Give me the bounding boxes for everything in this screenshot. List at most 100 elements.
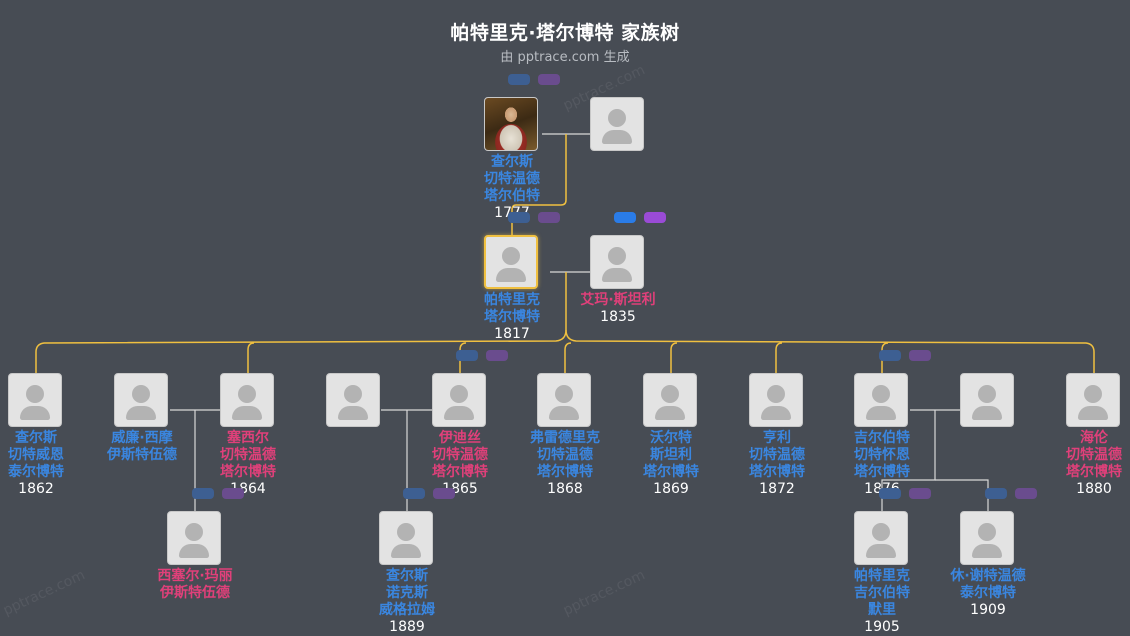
expand-parents-toggle[interactable] <box>508 212 530 223</box>
expand-parents-toggle[interactable] <box>879 350 901 361</box>
avatar-body <box>179 544 209 558</box>
person-name: 帕特里克吉尔伯特默里 <box>842 568 922 619</box>
person-name-line: 弗雷德里克 <box>530 430 600 446</box>
person-name: 查尔斯切特威恩泰尔博特 <box>0 430 76 481</box>
avatar-placeholder-icon[interactable] <box>114 373 168 427</box>
avatar-head <box>502 247 520 265</box>
person-name-line: 泰尔博特 <box>960 585 1016 601</box>
person-birth-year: 1905 <box>864 619 900 635</box>
avatar-body <box>391 544 421 558</box>
avatar-head <box>26 385 44 403</box>
expand-spouse-toggle[interactable] <box>486 350 508 361</box>
portrait-image <box>485 98 537 150</box>
person-name-line: 诺克斯 <box>386 585 428 601</box>
expand-parents-toggle[interactable] <box>614 212 636 223</box>
expand-parents-toggle[interactable] <box>985 488 1007 499</box>
person-name: 休·谢特温德泰尔博特 <box>948 568 1028 602</box>
avatar-placeholder-icon[interactable] <box>537 373 591 427</box>
person-name-line: 切特温德 <box>432 447 488 463</box>
avatar-placeholder-icon[interactable] <box>590 235 644 289</box>
person-name-line: 切特温德 <box>220 447 276 463</box>
person-name-line: 泰尔博特 <box>8 464 64 480</box>
avatar-placeholder-icon[interactable] <box>1066 373 1120 427</box>
person-name-line: 塔尔博特 <box>749 464 805 480</box>
avatar-placeholder-icon[interactable] <box>379 511 433 565</box>
expand-parents-toggle[interactable] <box>456 350 478 361</box>
person-name-line: 海伦 <box>1080 430 1108 446</box>
person-name-line: 伊斯特伍德 <box>160 585 230 601</box>
avatar-placeholder-icon[interactable] <box>854 373 908 427</box>
connector-line <box>247 342 255 373</box>
person-name-line: 休·谢特温德 <box>950 568 1026 584</box>
avatar-body <box>866 406 896 420</box>
avatar-body <box>655 406 685 420</box>
expand-parents-toggle[interactable] <box>192 488 214 499</box>
avatar-placeholder-icon[interactable] <box>643 373 697 427</box>
expand-spouse-toggle[interactable] <box>433 488 455 499</box>
person-name-line: 斯坦利 <box>650 447 692 463</box>
person-birth-year: 1817 <box>494 326 530 342</box>
expand-spouse-toggle[interactable] <box>909 488 931 499</box>
avatar-placeholder-icon[interactable] <box>220 373 274 427</box>
person-birth-year: 1909 <box>970 602 1006 618</box>
expand-parents-toggle[interactable] <box>403 488 425 499</box>
expand-spouse-toggle[interactable] <box>1015 488 1037 499</box>
person-name-line: 伊斯特伍德 <box>107 447 177 463</box>
avatar-placeholder-icon[interactable] <box>749 373 803 427</box>
expand-spouse-toggle[interactable] <box>538 74 560 85</box>
person-name-line: 查尔斯 <box>15 430 57 446</box>
person-name-line: 默里 <box>868 602 896 618</box>
person-birth-year: 1872 <box>759 481 795 497</box>
expand-parents-toggle[interactable] <box>879 488 901 499</box>
avatar-head <box>608 247 626 265</box>
person-portrait[interactable] <box>484 97 538 151</box>
avatar-body <box>126 406 156 420</box>
avatar-placeholder-icon[interactable] <box>326 373 380 427</box>
expand-parents-toggle[interactable] <box>508 74 530 85</box>
person-name-line: 塔尔博特 <box>643 464 699 480</box>
person-name-line: 查尔斯 <box>386 568 428 584</box>
avatar-placeholder-icon[interactable] <box>484 235 538 289</box>
person-birth-year: 1862 <box>18 481 54 497</box>
person-birth-year: 1880 <box>1076 481 1112 497</box>
expand-spouse-toggle[interactable] <box>909 350 931 361</box>
person-name: 威廉·西摩伊斯特伍德 <box>102 430 182 464</box>
avatar-head <box>872 385 890 403</box>
person-name: 西塞尔·玛丽伊斯特伍德 <box>155 568 235 602</box>
avatar-body <box>496 268 526 282</box>
connector-line <box>564 342 572 373</box>
avatar-body <box>549 406 579 420</box>
avatar-placeholder-icon[interactable] <box>8 373 62 427</box>
connector-line <box>35 272 567 373</box>
person-name-line: 吉尔伯特 <box>854 430 910 446</box>
avatar-placeholder-icon[interactable] <box>590 97 644 151</box>
person-name: 塞西尔切特温德塔尔博特 <box>208 430 288 481</box>
avatar-head <box>397 523 415 541</box>
avatar-placeholder-icon[interactable] <box>960 511 1014 565</box>
avatar-placeholder-icon[interactable] <box>432 373 486 427</box>
person-name-line: 塔尔博特 <box>537 464 593 480</box>
person-name: 查尔斯诺克斯威格拉姆 <box>367 568 447 619</box>
avatar-placeholder-icon[interactable] <box>960 373 1014 427</box>
avatar-body <box>972 406 1002 420</box>
person-name: 亨利切特温德塔尔博特 <box>737 430 817 481</box>
page-title: 帕特里克·塔尔博特 家族树 <box>450 22 680 44</box>
connector-line <box>775 342 783 373</box>
expand-spouse-toggle[interactable] <box>222 488 244 499</box>
expand-spouse-toggle[interactable] <box>644 212 666 223</box>
person-name-line: 威廉·西摩 <box>111 430 173 446</box>
person-name-line: 艾玛·斯坦利 <box>580 292 656 308</box>
expand-spouse-toggle[interactable] <box>538 212 560 223</box>
person-name-line: 沃尔特 <box>650 430 692 446</box>
avatar-placeholder-icon[interactable] <box>167 511 221 565</box>
person-name: 海伦切特温德塔尔博特 <box>1054 430 1130 481</box>
person-name-line: 塔尔伯特 <box>484 188 540 204</box>
avatar-head <box>344 385 362 403</box>
avatar-head <box>1084 385 1102 403</box>
connector-line <box>935 479 989 511</box>
person-name-line: 塔尔博特 <box>1066 464 1122 480</box>
avatar-head <box>555 385 573 403</box>
avatar-placeholder-icon[interactable] <box>854 511 908 565</box>
avatar-head <box>661 385 679 403</box>
person-name-line: 威格拉姆 <box>379 602 435 618</box>
